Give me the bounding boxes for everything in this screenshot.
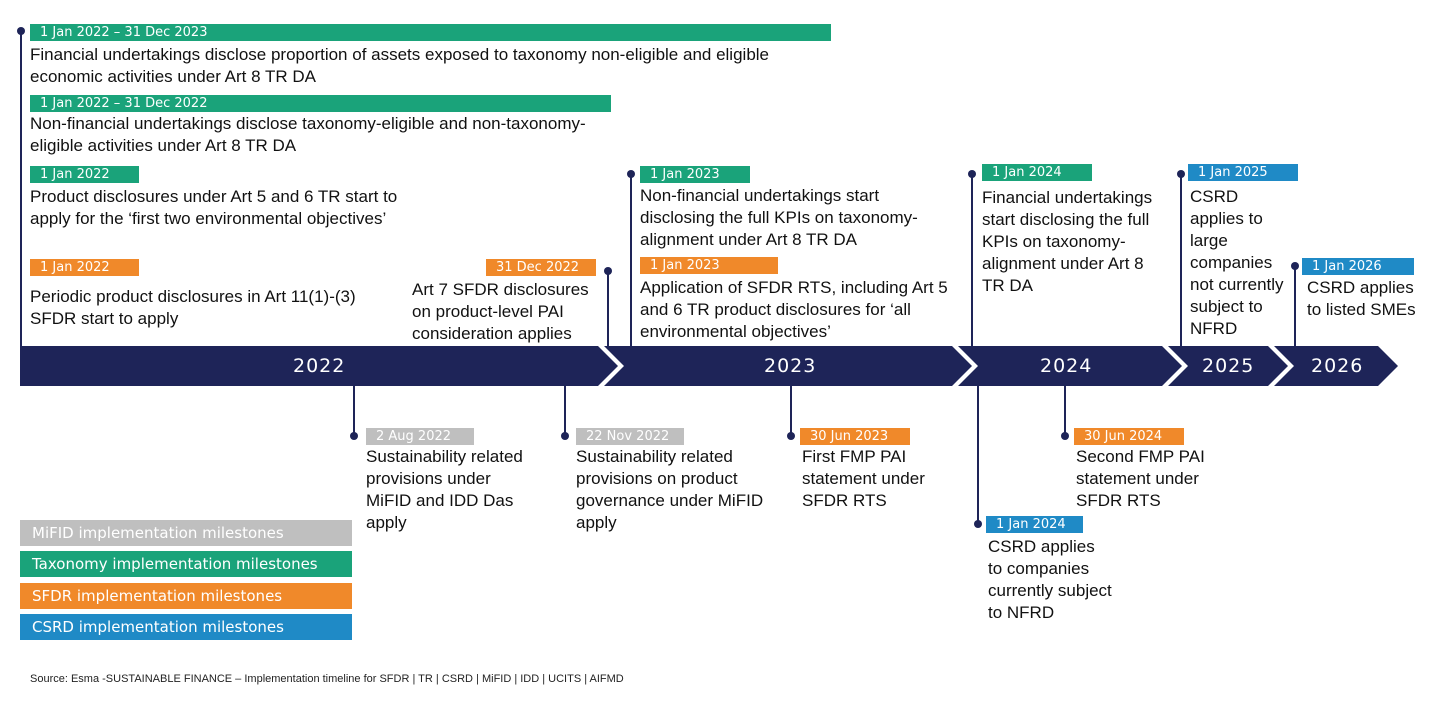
milestone-description: First FMP PAI statement under SFDR RTS	[802, 447, 925, 510]
milestone-connector	[353, 386, 355, 436]
year-label-2024: 2024	[1040, 355, 1093, 377]
milestone-date-tag: 1 Jan 2023	[640, 257, 778, 274]
milestone-date-tag: 22 Nov 2022	[576, 428, 684, 445]
milestone-description: Financial undertakings disclose proporti…	[30, 45, 770, 86]
milestone-connector	[1294, 265, 1296, 346]
year-segment-2025	[1168, 346, 1288, 386]
milestone-connector	[1064, 386, 1066, 436]
milestone-date-tag: 30 Jun 2024	[1074, 428, 1184, 445]
milestone-date-tag: 1 Jan 2024	[986, 516, 1083, 533]
milestone-connector	[790, 386, 792, 436]
milestone-date-tag: 1 Jan 2023	[640, 166, 750, 183]
milestone-date-tag: 1 Jan 2024	[982, 164, 1092, 181]
milestone-description: Product disclosures under Art 5 and 6 TR…	[30, 187, 398, 228]
year-label-2025: 2025	[1202, 355, 1255, 377]
year-label-2026: 2026	[1311, 355, 1364, 377]
milestone-dot	[974, 520, 982, 528]
milestone-description: Second FMP PAI statement under SFDR RTS	[1076, 447, 1205, 510]
legend-item-sfdr: SFDR implementation milestones	[20, 583, 352, 609]
milestone-connector	[1180, 173, 1182, 346]
milestone-dot	[787, 432, 795, 440]
source-note: Source: Esma -SUSTAINABLE FINANCE – Impl…	[30, 673, 624, 685]
year-label-2023: 2023	[764, 355, 817, 377]
milestone-connector	[977, 386, 979, 524]
milestone-description: CSRD applies to listed SMEs	[1307, 278, 1416, 319]
milestone-date-tag: 1 Jan 2022	[30, 166, 139, 183]
milestone-dot	[561, 432, 569, 440]
milestone-date-tag: 2 Aug 2022	[366, 428, 474, 445]
year-segment-2023	[604, 346, 972, 386]
milestone-connector	[971, 173, 973, 346]
milestone-date-tag: 1 Jan 2022 – 31 Dec 2023	[30, 24, 831, 41]
milestone-connector	[607, 270, 609, 346]
milestone-description: Sustainability related provisions on pro…	[576, 447, 764, 532]
milestone-date-tag: 1 Jan 2026	[1302, 258, 1414, 275]
milestone-description: Financial undertakings start disclosing …	[982, 188, 1153, 295]
milestone-connector	[20, 30, 22, 346]
milestone-date-tag: 1 Jan 2022 – 31 Dec 2022	[30, 95, 611, 112]
milestone-connector	[630, 173, 632, 346]
milestone-description: Art 7 SFDR disclosures on product-level …	[412, 280, 589, 343]
milestone-dot	[1061, 432, 1069, 440]
milestone-date-tag: 1 Jan 2025	[1188, 164, 1298, 181]
milestone-description: CSRD applies to large companies not curr…	[1190, 187, 1284, 338]
legend-item-taxonomy: Taxonomy implementation milestones	[20, 551, 352, 577]
milestone-date-tag: 31 Dec 2022	[486, 259, 596, 276]
year-segment-2026	[1274, 346, 1398, 386]
year-segment-2022	[20, 346, 618, 386]
milestone-description: Non-financial undertakings start disclos…	[640, 186, 918, 249]
milestone-description: CSRD applies to companies currently subj…	[988, 537, 1112, 622]
legend-item-mifid: MiFID implementation milestones	[20, 520, 352, 546]
milestone-date-tag: 1 Jan 2022	[30, 259, 139, 276]
milestone-description: Non-financial undertakings disclose taxo…	[30, 114, 586, 155]
legend-item-csrd: CSRD implementation milestones	[20, 614, 352, 640]
year-label-2022: 2022	[293, 355, 346, 377]
milestone-dot	[350, 432, 358, 440]
milestone-date-tag: 30 Jun 2023	[800, 428, 910, 445]
year-segment-2024	[958, 346, 1182, 386]
milestone-description: Application of SFDR RTS, including Art 5…	[640, 278, 948, 341]
milestone-description: Periodic product disclosures in Art 11(1…	[30, 287, 356, 328]
milestone-description: Sustainability related provisions under …	[366, 447, 523, 532]
milestone-connector	[564, 386, 566, 436]
